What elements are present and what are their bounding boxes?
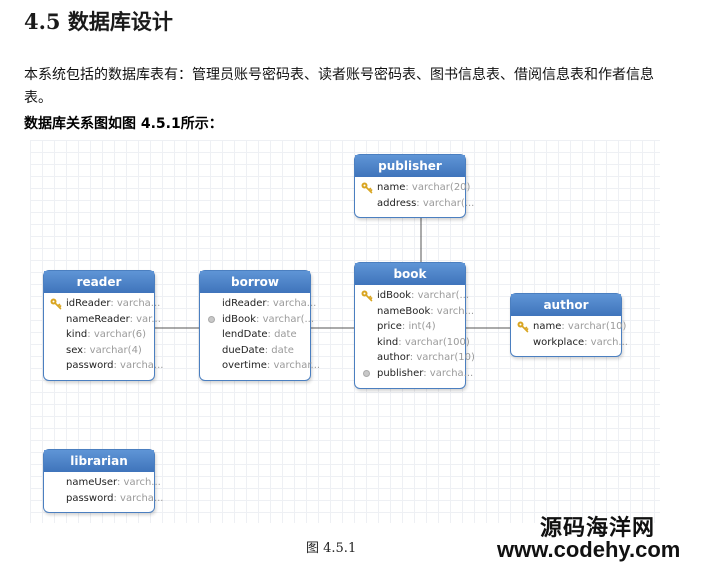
field-name: name [377, 182, 406, 193]
intro-paragraph: 本系统包括的数据库表有：管理员账号密码表、读者账号密码表、图书信息表、借阅信息表… [24, 67, 654, 106]
field-name: idReader [222, 298, 267, 309]
key-icon [517, 321, 529, 333]
field-name: publisher [377, 367, 424, 379]
field-row[interactable]: idReader: varcha... [44, 296, 160, 312]
watermark-name: 源码海洋网 [540, 516, 656, 541]
field-type: : int(4) [401, 321, 436, 332]
field-row[interactable]: lendDate: date [200, 327, 310, 343]
field-row[interactable]: address: varchar(... [355, 196, 474, 212]
field-row[interactable]: nameReader: var... [44, 312, 161, 328]
field-row[interactable]: kind: varchar(6) [44, 327, 154, 343]
field-row[interactable]: nameBook: varch... [355, 304, 474, 320]
field-name: sex [66, 344, 84, 356]
field-type: : varcha... [110, 298, 161, 309]
field-row[interactable]: idReader: varcha... [200, 296, 316, 312]
field-name: idBook [377, 290, 412, 301]
field-row[interactable]: workplace: varch... [511, 335, 628, 351]
field-row[interactable]: price: int(4) [355, 319, 465, 335]
key-icon [361, 182, 373, 194]
foreign-key-icon [363, 369, 370, 377]
field-name: nameBook [377, 305, 431, 317]
field-name: lendDate [222, 329, 268, 340]
key-icon [50, 298, 62, 310]
field-row[interactable]: idBook: varchar(... [200, 312, 314, 328]
field-type: : varchar(6) [87, 329, 146, 340]
field-name: kind [377, 336, 399, 348]
field-type: : varchar... [266, 360, 321, 371]
field-type: : varchar(... [416, 197, 475, 209]
watermark-url: www.codehy.com [497, 537, 681, 562]
field-name: name [533, 321, 562, 332]
field-row[interactable]: password: varcha... [44, 491, 163, 507]
field-type: : varchar(10) [409, 352, 475, 363]
field-row[interactable]: password: varcha... [44, 358, 163, 374]
table-fields-reader: idReader: varcha...nameReader: var...kin… [44, 293, 163, 376]
field-type: : date [267, 329, 297, 340]
field-type: : date [264, 344, 294, 356]
field-row[interactable]: sex: varchar(4) [44, 343, 154, 359]
field-row[interactable]: dueDate: date [200, 343, 310, 359]
field-type: : varchar(10) [561, 321, 627, 332]
field-row[interactable]: name: varchar(10) [511, 319, 626, 335]
field-name: idBook [222, 313, 257, 325]
field-name: author [377, 352, 410, 363]
field-type: : varch... [116, 477, 161, 488]
field-row[interactable]: name: varchar(20) [355, 180, 470, 196]
field-row[interactable]: kind: varchar(100) [355, 335, 470, 351]
key-icon [361, 290, 373, 302]
foreign-key-icon [208, 315, 215, 323]
field-name: dueDate [222, 344, 265, 356]
section-heading: 4.5 数据库设计 [24, 9, 173, 34]
field-name: password [66, 360, 114, 371]
field-type: : varch... [430, 305, 475, 317]
table-header-book[interactable]: book [355, 263, 465, 285]
field-name: address [377, 197, 417, 209]
field-row[interactable]: idBook: varchar(... [355, 288, 469, 304]
field-row[interactable]: author: varchar(10) [355, 350, 475, 366]
field-type: : varchar(20) [405, 182, 471, 193]
field-type: : varcha... [113, 492, 164, 504]
field-type: : varchar(... [256, 313, 315, 325]
field-name: nameReader [66, 313, 130, 325]
table-fields-librarian: nameUser: varch...password: varcha... [44, 472, 163, 508]
diagram-intro: 数据库关系图如图 4.5.1所示： [24, 116, 223, 132]
field-name: price [377, 321, 402, 332]
table-header-librarian[interactable]: librarian [44, 450, 154, 472]
table-fields-borrow: idReader: varcha...idBook: varchar(...le… [200, 293, 320, 376]
table-fields-author: name: varchar(10)workplace: varch... [511, 316, 628, 352]
field-row[interactable]: publisher: varcha... [355, 366, 473, 382]
field-name: workplace [533, 336, 585, 348]
table-header-author[interactable]: author [511, 294, 621, 316]
field-type: : varchar(... [411, 290, 470, 301]
table-header-reader[interactable]: reader [44, 271, 154, 293]
field-name: nameUser [66, 477, 117, 488]
field-row[interactable]: nameUser: varch... [44, 475, 161, 491]
field-name: idReader [66, 298, 111, 309]
field-type: : varchar(100) [398, 336, 470, 348]
field-type: : varcha... [423, 367, 474, 379]
field-name: overtime [222, 360, 267, 371]
field-type: : varcha... [113, 360, 164, 371]
field-type: : varchar(4) [83, 344, 142, 356]
field-type: : var... [129, 313, 161, 325]
table-fields-book: idBook: varchar(...nameBook: varch...pri… [355, 285, 475, 383]
field-type: : varch... [584, 336, 628, 348]
field-row[interactable]: overtime: varchar... [200, 358, 320, 374]
table-header-borrow[interactable]: borrow [200, 271, 310, 293]
field-type: : varcha... [266, 298, 317, 309]
field-name: password [66, 492, 114, 504]
figure-caption: 图 4.5.1 [306, 541, 357, 556]
table-header-publisher[interactable]: publisher [355, 155, 465, 177]
table-fields-publisher: name: varchar(20)address: varchar(... [355, 177, 474, 213]
field-name: kind [66, 329, 88, 340]
